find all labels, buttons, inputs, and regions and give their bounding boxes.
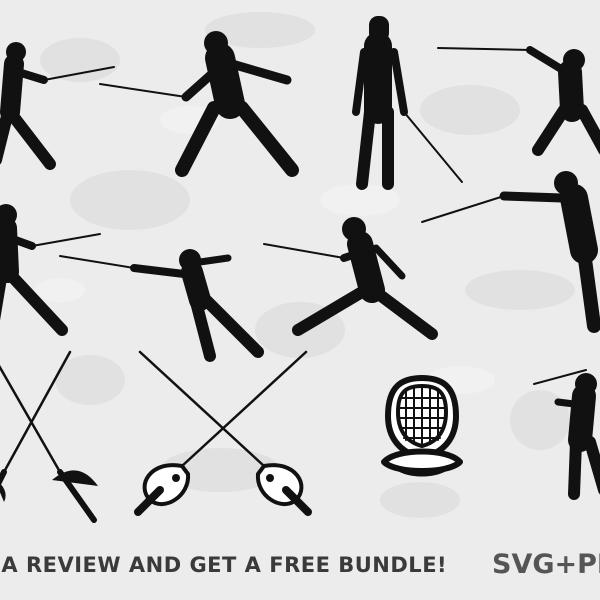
fencer-silhouette-9 bbox=[533, 369, 600, 500]
fencer-silhouette-1 bbox=[0, 42, 115, 170]
fencer-silhouette-7 bbox=[263, 217, 438, 340]
fencer-silhouette-4 bbox=[437, 46, 600, 156]
fencer-silhouette-5 bbox=[0, 204, 101, 336]
crossed-epees-icon bbox=[134, 350, 312, 516]
fencer-silhouette-8 bbox=[421, 171, 600, 333]
fencer-silhouette-2 bbox=[99, 31, 299, 177]
review-promo-text: VE A REVIEW AND GET A FREE BUNDLE! bbox=[0, 553, 448, 577]
crossed-foils-icon bbox=[0, 350, 98, 523]
fencing-mask-icon bbox=[381, 375, 463, 477]
fencer-silhouette-6 bbox=[59, 249, 264, 362]
format-badge: SVG+PN bbox=[492, 549, 600, 580]
fencer-silhouette-3 bbox=[352, 16, 463, 190]
